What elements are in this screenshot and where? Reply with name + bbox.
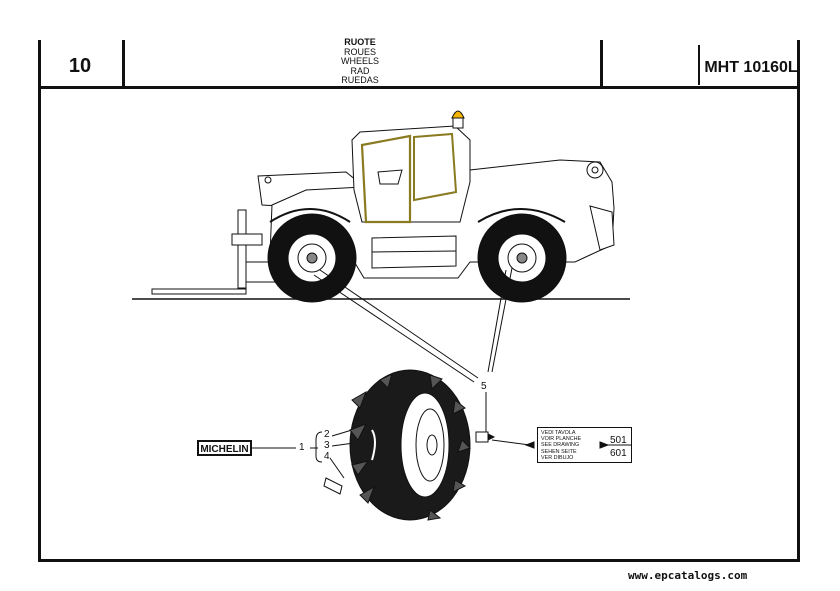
ref-number-501: 501 bbox=[610, 435, 627, 446]
front-wheel bbox=[267, 213, 357, 303]
title-french: ROUES bbox=[343, 46, 376, 57]
drawing-frame bbox=[38, 88, 800, 562]
section-title: RUOTE ROUES WHEELS RAD RUEDAS bbox=[300, 37, 420, 86]
callout-5: 5 bbox=[481, 381, 487, 392]
cab-window bbox=[413, 132, 458, 202]
callout-2: 2 bbox=[324, 429, 330, 440]
callout-1: 1 bbox=[299, 442, 305, 453]
rear-bumper bbox=[589, 205, 615, 251]
ref-line-fr: VOIR PLANCHE bbox=[541, 436, 582, 443]
ref-line-en: SEE DRAWING bbox=[541, 442, 580, 449]
wheel-nut bbox=[475, 431, 489, 443]
watermark[interactable]: www.epcatalogs.com bbox=[628, 569, 748, 582]
fork-carriage bbox=[237, 209, 247, 289]
tyre-exploded-view bbox=[323, 369, 610, 521]
fork-tines bbox=[151, 288, 247, 295]
seat bbox=[377, 169, 403, 185]
ref-line-de: SEHEN SEITE bbox=[541, 448, 577, 455]
reference-numbers: 501 601 bbox=[610, 434, 627, 460]
rear-wheel bbox=[477, 213, 567, 303]
brand-label: MICHELIN bbox=[197, 440, 252, 456]
title-german: RAD bbox=[350, 65, 370, 76]
ref-number-601: 601 bbox=[610, 448, 627, 459]
title-italian: RUOTE bbox=[344, 37, 376, 47]
header-divider-1 bbox=[122, 40, 125, 88]
cab-door-frame bbox=[360, 134, 412, 224]
ref-line-es: VER DIBUJO bbox=[541, 454, 574, 461]
title-english: WHEELS bbox=[340, 56, 379, 66]
callout-4: 4 bbox=[324, 451, 330, 462]
header-left-rule bbox=[38, 40, 41, 88]
model-number: MHT 10160L bbox=[704, 59, 798, 76]
ref-arrow bbox=[599, 441, 610, 449]
callout-3: 3 bbox=[324, 440, 330, 451]
page-header bbox=[38, 40, 800, 89]
header-divider-2 bbox=[600, 40, 603, 88]
beacon-light bbox=[451, 110, 465, 119]
reference-box: VEDI TAVOLA VOIR PLANCHE SEE DRAWING SEH… bbox=[537, 427, 632, 463]
page-number: 10 bbox=[68, 55, 92, 77]
fork-bar bbox=[231, 233, 263, 246]
title-spanish: RUEDAS bbox=[341, 75, 379, 85]
ref-line-it: VEDI TAVOLA bbox=[541, 430, 576, 436]
header-divider-3 bbox=[698, 45, 700, 85]
valve-stem bbox=[323, 477, 343, 495]
reference-lines: VEDI TAVOLA VOIR PLANCHE SEE DRAWING SEH… bbox=[541, 430, 581, 461]
header-right-rule bbox=[797, 40, 800, 88]
